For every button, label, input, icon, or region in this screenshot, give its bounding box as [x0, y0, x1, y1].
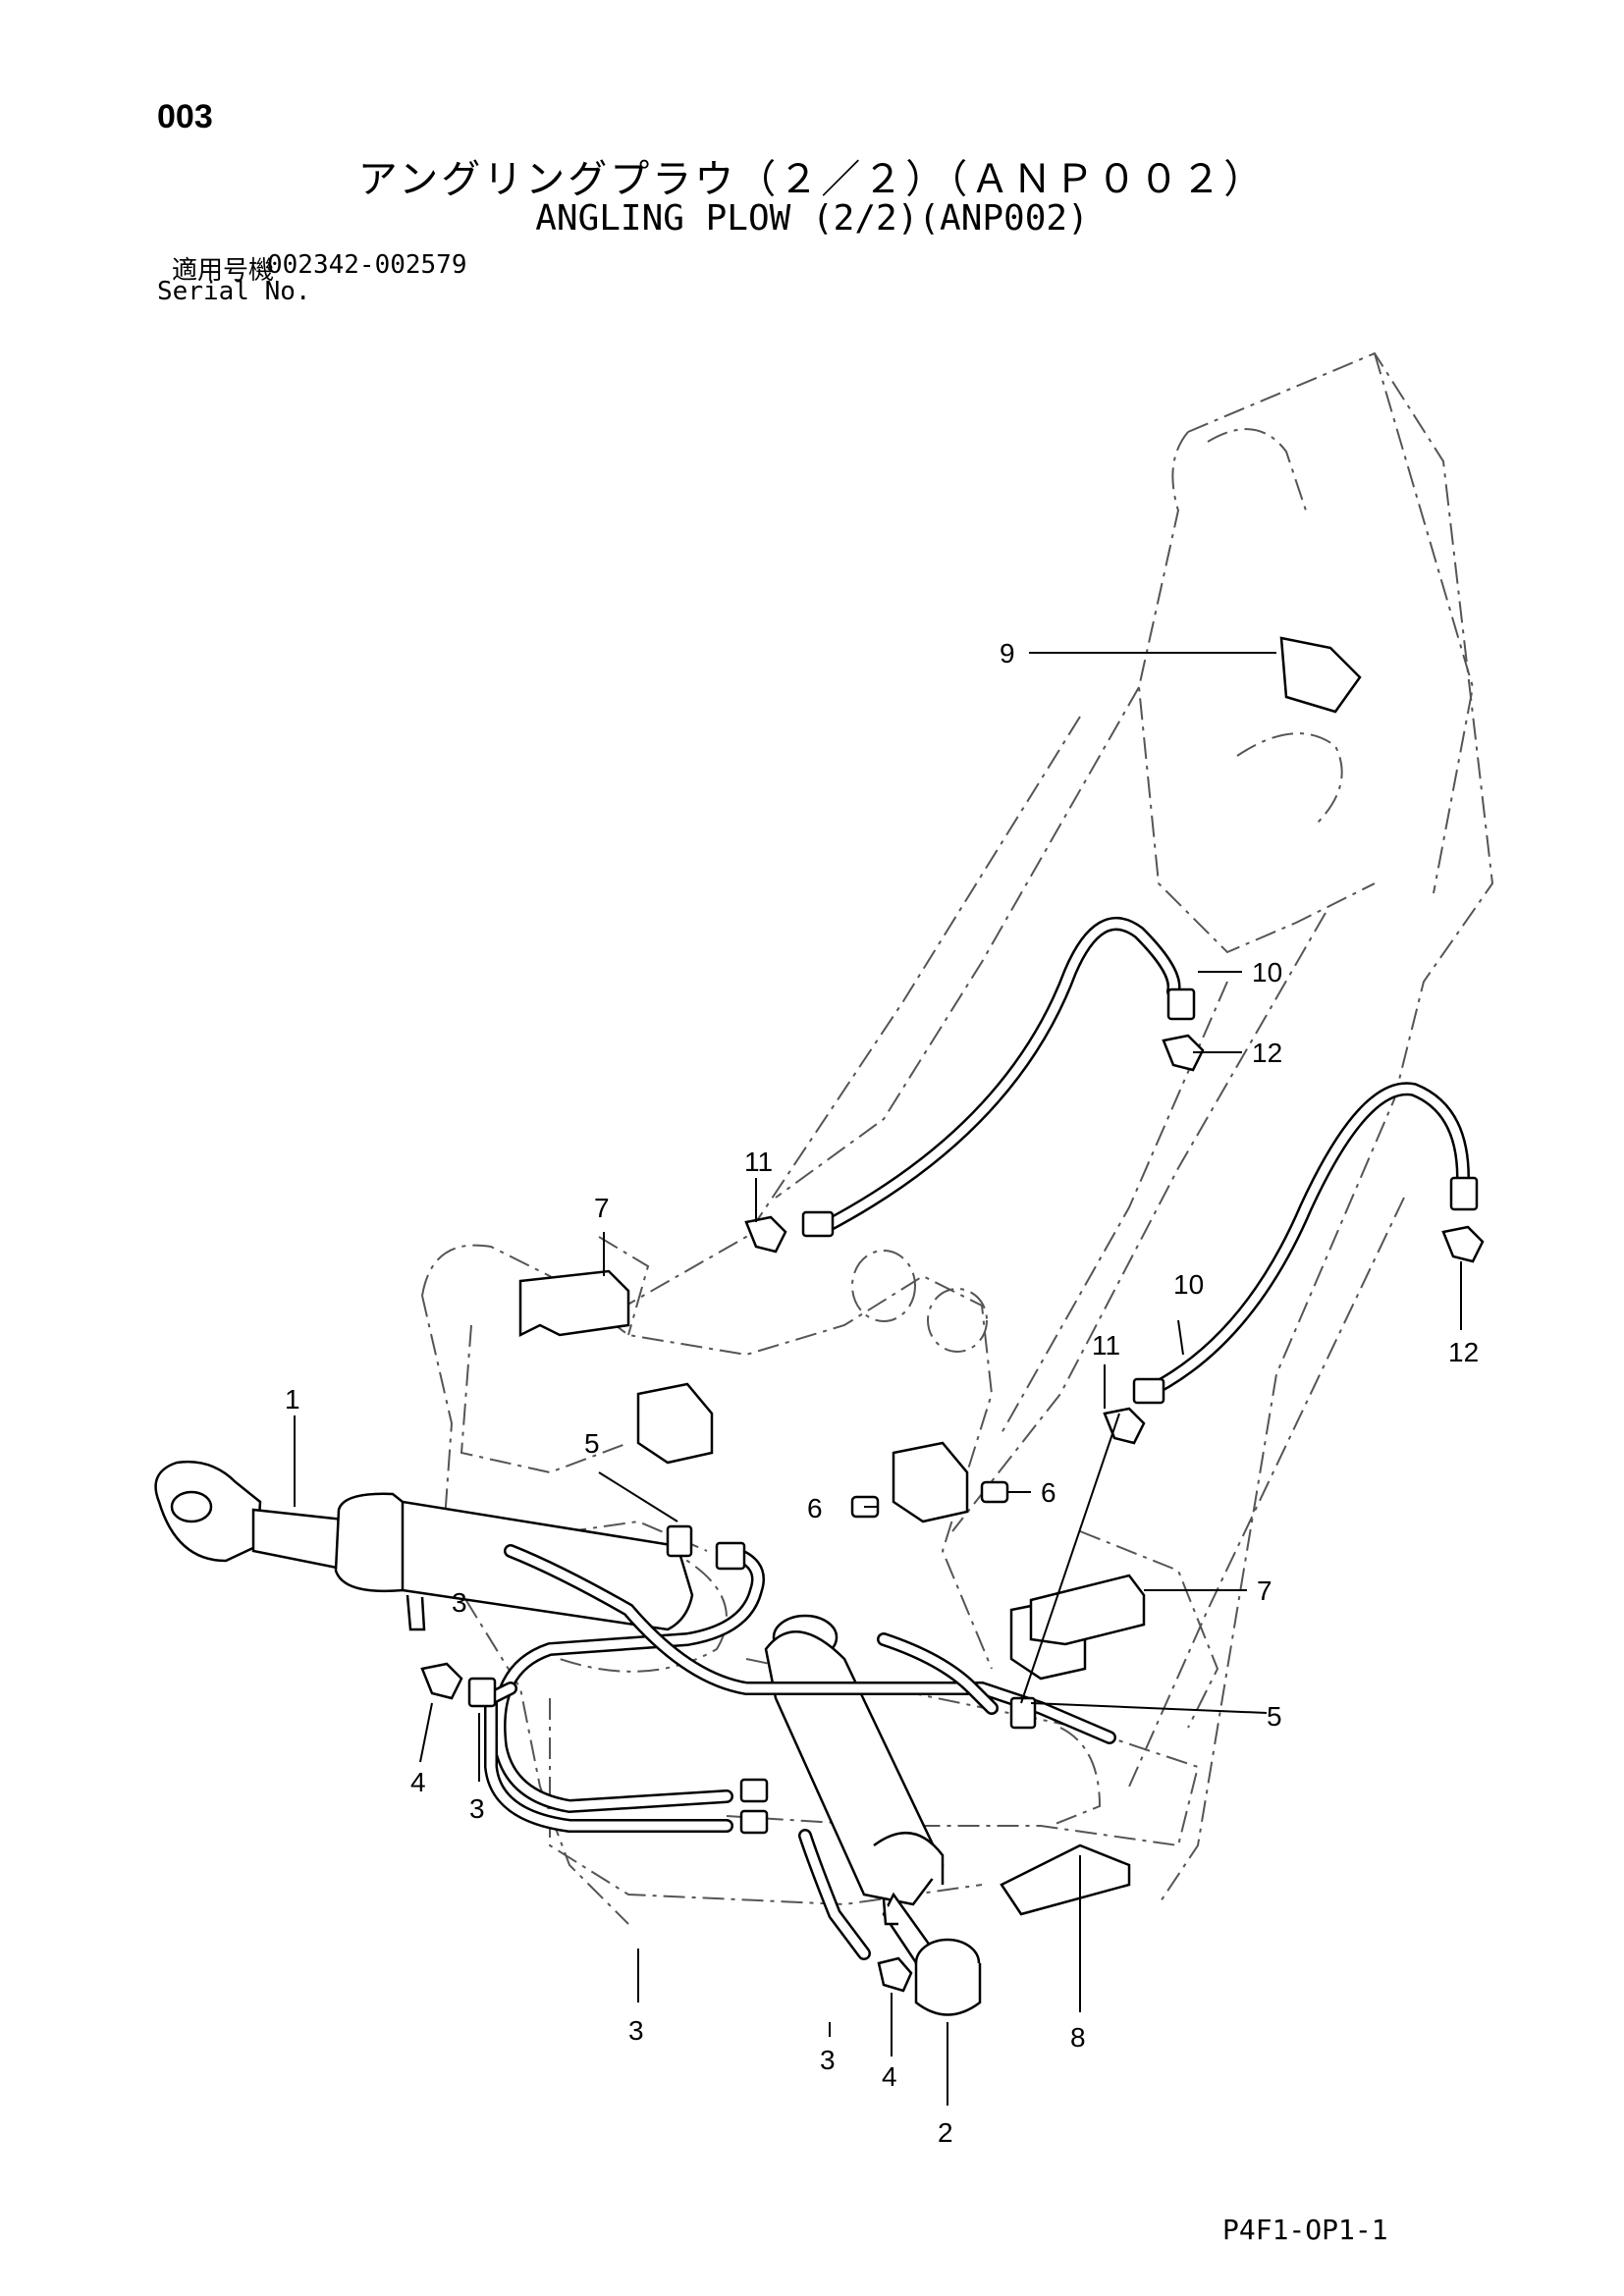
callout-4: 4 — [410, 1767, 426, 1797]
callout-11: 11 — [744, 1147, 773, 1177]
serial-range: 002342-002579 — [267, 250, 467, 280]
callout-3: 3 — [452, 1587, 467, 1618]
callout-12: 12 — [1448, 1337, 1479, 1367]
fittings — [420, 636, 1485, 1993]
serial-label-jp: 適用号機 — [172, 256, 275, 286]
callout-3: 3 — [820, 2045, 836, 2075]
part-2-cylinder — [764, 1614, 982, 2016]
callout-11: 11 — [1092, 1330, 1120, 1361]
callout-2: 2 — [938, 2117, 953, 2148]
callout-10: 10 — [1252, 957, 1282, 988]
drawing-code: P4F1-OP1-1 — [1222, 2214, 1388, 2246]
callout-6: 6 — [1041, 1477, 1056, 1508]
serial-label-en: Serial No. — [157, 277, 311, 306]
callout-1: 1 — [285, 1384, 300, 1415]
page-title-jp: アングリングプラウ（２／２）（ＡＮＰ００２） — [357, 157, 1267, 202]
page-number: 003 — [157, 98, 213, 135]
hose-assemblies — [484, 917, 1470, 1960]
callout-6: 6 — [807, 1493, 823, 1523]
callout-10: 10 — [1173, 1269, 1204, 1300]
page-title-en: ANGLING PLOW (2/2)(ANP002) — [535, 198, 1089, 239]
callout-8: 8 — [1070, 2022, 1086, 2053]
callout-7: 7 — [594, 1193, 610, 1223]
leader-lines — [294, 652, 1462, 2106]
callout-7: 7 — [1257, 1575, 1272, 1606]
callout-3: 3 — [469, 1793, 485, 1824]
callout-5: 5 — [584, 1428, 600, 1459]
callout-12: 12 — [1252, 1038, 1282, 1068]
callout-5: 5 — [1267, 1701, 1282, 1732]
callout-9: 9 — [1000, 638, 1015, 668]
callout-3: 3 — [628, 2015, 644, 2046]
callout-4: 4 — [882, 2061, 897, 2092]
